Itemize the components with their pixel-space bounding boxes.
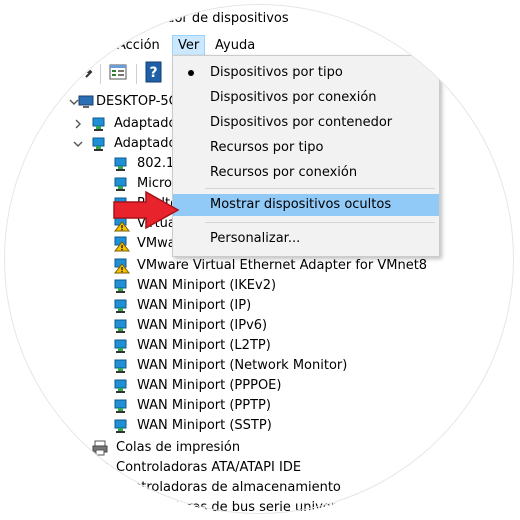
menu-option-label: Dispositivos por tipo [210, 65, 343, 80]
warning-icon [113, 236, 131, 252]
tree-device-label: VMware Virtual Ethernet Adapter for VMne… [137, 258, 428, 273]
tree-device-wan-l2tp[interactable]: WAN Miniport (L2TP) [114, 336, 314, 356]
title-bar: Administrador de dispositivos [5, 5, 515, 32]
chevron-right-icon[interactable] [72, 114, 84, 134]
tree-device-80211[interactable]: 802.11 [114, 154, 183, 174]
tree-root[interactable]: DESKTOP-5G [60, 92, 180, 112]
tree-device-wan-pptp[interactable]: WAN Miniport (PPTP) [114, 396, 314, 416]
network-adapter-icon [92, 116, 108, 132]
chevron-down-icon[interactable] [68, 92, 80, 112]
menu-option-customize[interactable]: Personalizar... [173, 228, 439, 250]
network-adapter-icon [114, 398, 130, 414]
tree-node-bluetooth[interactable]: Adaptado [72, 114, 182, 134]
view-menu-dropdown: Dispositivos por tipo Dispositivos por c… [172, 55, 440, 257]
tree-device-wan-network-monitor[interactable]: WAN Miniport (Network Monitor) [114, 356, 374, 376]
tree-node-label: Colas de impresión [116, 440, 241, 455]
tree-node-print-queues[interactable]: Colas de impresión [92, 438, 292, 458]
storage-controller-icon [92, 480, 108, 496]
radio-bullet-icon [188, 70, 194, 76]
tree-device-label: VMwa [137, 236, 176, 251]
computer-icon [78, 94, 94, 110]
menu-ver[interactable]: Ver [172, 35, 206, 57]
network-adapter-icon [114, 418, 130, 434]
menu-separator [205, 188, 435, 189]
tree-node-storage-controllers[interactable]: Controladoras de almacenamiento [92, 478, 352, 498]
svg-text:?: ? [149, 65, 157, 81]
tree-device-wan-pppoe[interactable]: WAN Miniport (PPPOE) [114, 376, 314, 396]
tree-device-label: WAN Miniport (IP) [137, 298, 252, 313]
red-pointer-arrow-icon [112, 190, 180, 230]
tree-device-label: WAN Miniport (L2TP) [137, 338, 271, 353]
tree-root-label: DESKTOP-5G [96, 94, 179, 109]
chevron-down-icon[interactable] [72, 134, 84, 154]
printer-icon [92, 440, 108, 456]
tree-device-vmnet8[interactable]: VMware Virtual Ethernet Adapter for VMne… [113, 256, 434, 276]
toolbar-separator [100, 64, 101, 84]
network-adapter-icon [114, 318, 130, 334]
window-title: Administrador de dispositivos [96, 11, 289, 26]
toolbar: ? [5, 58, 515, 88]
tree-device-label: WAN Miniport (PPTP) [137, 398, 271, 413]
menu-option-label: Recursos por conexión [210, 165, 358, 180]
tree-device-wan-ikev2[interactable]: WAN Miniport (IKEv2) [114, 276, 314, 296]
tree-device-wan-ipv6[interactable]: WAN Miniport (IPv6) [114, 316, 314, 336]
tree-device-label: WAN Miniport (SSTP) [137, 418, 272, 433]
menu-bar: Acción Ver Ayuda [5, 33, 515, 57]
properties-grid-icon[interactable] [108, 62, 128, 82]
tree-device-label: WAN Miniport (PPPOE) [137, 378, 282, 393]
menu-separator [205, 222, 435, 223]
tree-device-label: 802.11 [137, 156, 183, 171]
menu-option-label: Dispositivos por conexión [210, 90, 377, 105]
menu-option-label: Personalizar... [210, 231, 301, 246]
tree-device-wan-ip[interactable]: WAN Miniport (IP) [114, 296, 314, 316]
menu-option-resources-by-connection[interactable]: Recursos por conexión [173, 162, 439, 184]
tree-device-label: Micro [137, 176, 172, 191]
network-adapter-icon [92, 136, 108, 152]
tree-node-usb-controllers[interactable]: Controladoras de bus serie universal [92, 498, 355, 515]
menu-option-devices-by-connection[interactable]: Dispositivos por conexión [173, 87, 439, 109]
menu-option-resources-by-type[interactable]: Recursos por tipo [173, 137, 439, 159]
forward-arrow-icon[interactable] [76, 62, 96, 82]
tree-node-label: Controladoras de bus serie universal [116, 500, 355, 515]
menu-option-label: Mostrar dispositivos ocultos [210, 197, 392, 212]
tree-device-label: WAN Miniport (IKEv2) [137, 278, 277, 293]
network-adapter-icon [114, 156, 130, 172]
menu-ayuda[interactable]: Ayuda [215, 38, 256, 53]
network-adapter-icon [114, 358, 130, 374]
tree-node-label: Controladoras de almacenamiento [116, 480, 341, 495]
tree-device-label: WAN Miniport (IPv6) [137, 318, 268, 333]
tree-node-label: Controladoras ATA/ATAPI IDE [116, 460, 302, 475]
tree-node-label: Adaptado [114, 136, 177, 151]
tree-device-label: WAN Miniport (Network Monitor) [137, 358, 348, 373]
network-adapter-icon [114, 338, 130, 354]
tree-node-network-adapters[interactable]: Adaptado [72, 134, 182, 154]
warning-icon [113, 216, 131, 232]
menu-option-label: Recursos por tipo [210, 140, 324, 155]
toolbar-separator [136, 64, 137, 84]
menu-accion[interactable]: Acción [117, 38, 160, 53]
tree-device-vmware[interactable]: VMwa [113, 234, 176, 254]
menu-option-devices-by-type[interactable]: Dispositivos por tipo [173, 62, 439, 84]
menu-option-devices-by-container[interactable]: Dispositivos por contenedor [173, 112, 439, 134]
usb-controller-icon [92, 500, 108, 515]
network-adapter-icon [114, 176, 130, 192]
menu-option-show-hidden-devices[interactable]: Mostrar dispositivos ocultos [173, 194, 439, 216]
network-adapter-icon [114, 378, 130, 394]
help-icon[interactable]: ? [144, 61, 164, 83]
device-tree: DESKTOP-5G Adaptado Adaptado [5, 88, 515, 515]
network-adapter-icon [114, 298, 130, 314]
menu-option-label: Dispositivos por contenedor [210, 115, 393, 130]
tree-node-label: Adaptado [114, 116, 177, 131]
warning-icon [113, 258, 131, 274]
network-adapter-icon [114, 278, 130, 294]
tree-device-microsoft[interactable]: Micro [114, 174, 174, 194]
tree-device-wan-sstp[interactable]: WAN Miniport (SSTP) [114, 416, 314, 436]
ide-controller-icon [92, 460, 108, 476]
tree-node-ata-ide[interactable]: Controladoras ATA/ATAPI IDE [92, 458, 332, 478]
